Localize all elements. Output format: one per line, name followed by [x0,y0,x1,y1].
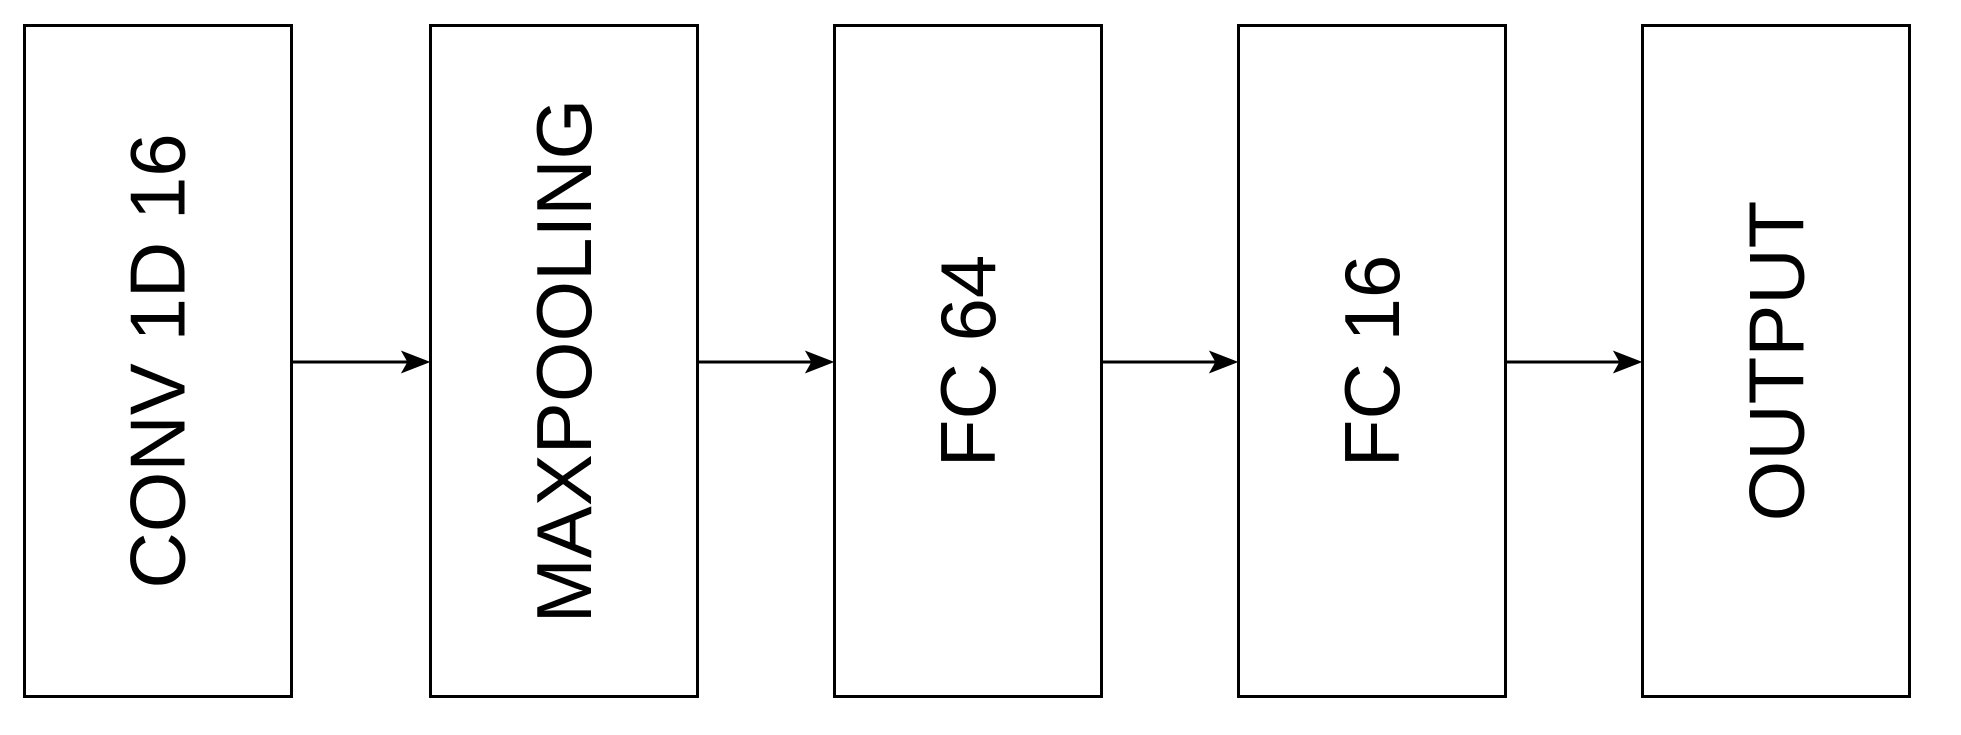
node-label: MAXPOOLING [520,98,609,624]
node-label: OUTPUT [1732,200,1820,522]
node-conv-1d-16: CONV 1D 16 [23,24,293,698]
node-output: OUTPUT [1641,24,1911,698]
node-fc-16: FC 16 [1237,24,1507,698]
node-label: FC 64 [924,254,1012,468]
arrow-fc16-to-output [1507,350,1643,374]
arrow-fc64-to-fc16 [1103,350,1239,374]
node-fc-64: FC 64 [833,24,1103,698]
arrow-maxpooling-to-fc64 [699,350,835,374]
node-label: CONV 1D 16 [114,133,203,589]
node-maxpooling: MAXPOOLING [429,24,699,698]
node-label: FC 16 [1328,254,1416,468]
arrow-conv1d16-to-maxpooling [293,350,431,374]
